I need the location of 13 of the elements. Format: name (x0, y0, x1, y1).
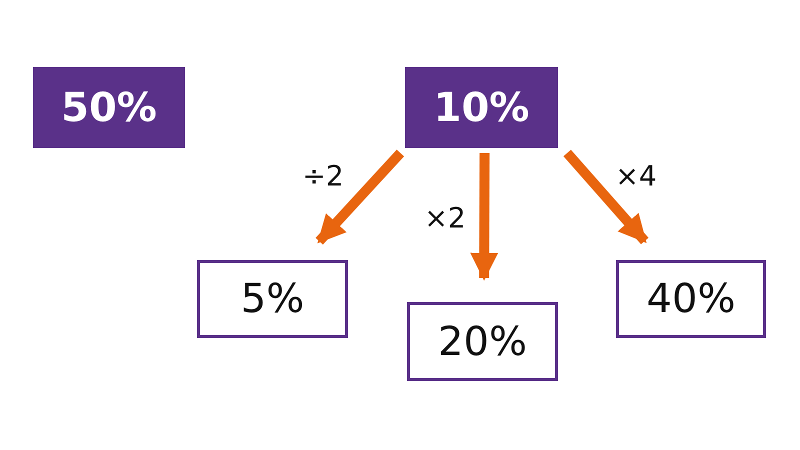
percentage-text: 50% (61, 84, 157, 130)
result-box (616, 260, 766, 338)
percentage-box (33, 67, 185, 148)
percentage-text: 40% (646, 276, 736, 322)
percentage-text: 10% (434, 84, 530, 130)
arrow (563, 150, 649, 244)
percentage-text: 5% (240, 276, 304, 322)
result-box (197, 260, 348, 338)
arrow (316, 150, 404, 245)
percentage-text: 20% (438, 318, 527, 364)
arrow (470, 152, 498, 281)
result-box (407, 302, 558, 381)
percentage-box (405, 67, 558, 148)
